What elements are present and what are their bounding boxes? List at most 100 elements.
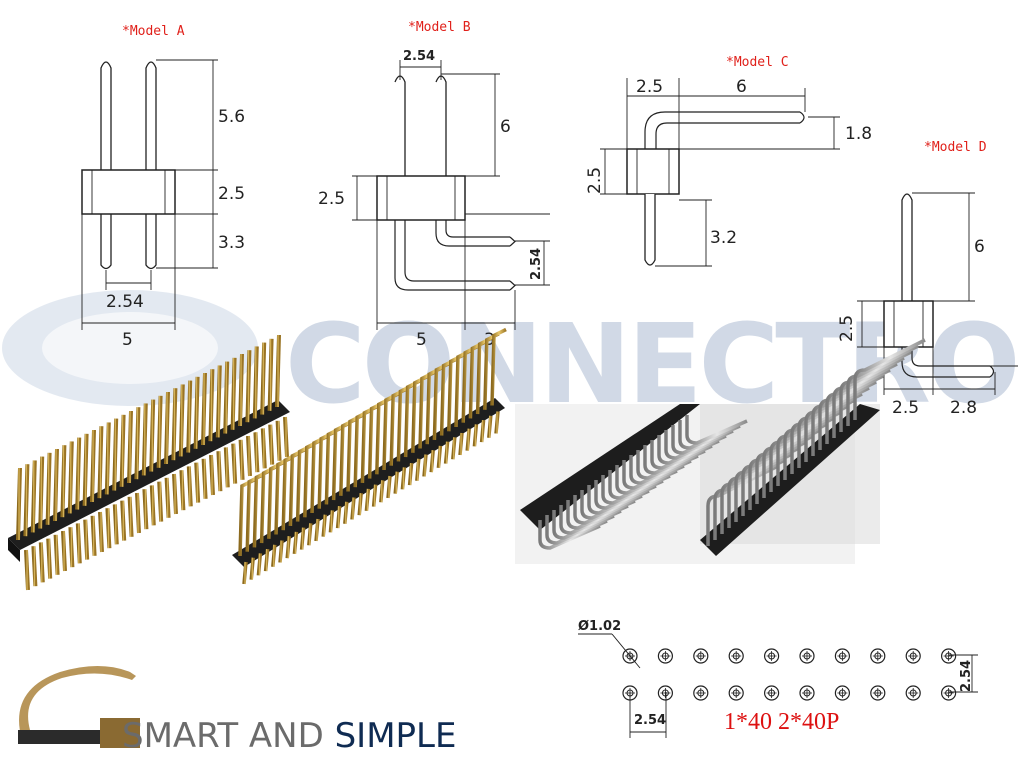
- gold-pin: [443, 441, 450, 464]
- gold-pin: [260, 342, 267, 415]
- gold-pin: [193, 376, 200, 449]
- silver-pin: [734, 440, 807, 522]
- silver-pin: [797, 386, 870, 468]
- footprint-pitch-y: 2.54: [959, 660, 974, 692]
- model-d-dim-tail: 2.8: [950, 398, 977, 418]
- gold-pin: [172, 473, 178, 515]
- gold-pin: [245, 350, 252, 423]
- silver-pin: [720, 452, 793, 534]
- silver-pin: [762, 416, 835, 498]
- gold-pin: [16, 467, 22, 541]
- gold-pin: [164, 391, 170, 465]
- gold-pin: [141, 403, 148, 476]
- silver-pin: [636, 450, 699, 480]
- footprint-hole: [799, 648, 815, 664]
- gold-pin: [223, 447, 230, 488]
- model-a-title: *Model A: [122, 24, 185, 39]
- gold-pin: [268, 424, 275, 465]
- model-c-dim-length: 6: [736, 77, 747, 97]
- silver-pin: [545, 515, 608, 545]
- gold-pin: [215, 365, 222, 438]
- model-a-drawing: *Model A 5.6 2.5 3.3 2.54 5: [81, 24, 245, 350]
- gold-pin: [68, 527, 75, 568]
- footprint-hole: [657, 685, 674, 701]
- silver-pin: [790, 392, 863, 474]
- model-a-dim-top: 5.6: [218, 107, 245, 127]
- silver-pin: [594, 480, 657, 510]
- model-d-dim-body: 2.5: [837, 315, 857, 342]
- gold-pin: [223, 361, 230, 434]
- cable-swoosh-icon: [19, 666, 136, 740]
- gold-pin: [67, 441, 74, 514]
- gold-pin: [178, 384, 185, 457]
- silver-pin: [559, 505, 622, 535]
- gold-pin: [314, 518, 320, 542]
- model-c-title: *Model C: [726, 55, 789, 70]
- gold-pin: [45, 452, 52, 525]
- model-c-drawing: *Model C 2.5 6 1.8 2.5 3.2: [585, 55, 872, 267]
- silver-pin: [769, 410, 842, 492]
- gold-pin: [371, 484, 378, 507]
- gold-pin: [201, 458, 208, 499]
- model-b-title: *Model B: [408, 20, 471, 35]
- gold-pin: [38, 542, 45, 583]
- silver-pin: [804, 380, 877, 462]
- gold-pin: [186, 466, 193, 507]
- gold-pin: [422, 454, 428, 477]
- footprint-hole: [763, 685, 780, 701]
- pcb-footprint: Ø1.02 2.54 2.54 1*40 2*40P: [578, 619, 978, 738]
- footprint-hole: [622, 648, 638, 664]
- gold-pin: [46, 538, 53, 579]
- model-c-dim-height: 1.8: [845, 124, 872, 144]
- gold-pin: [283, 416, 289, 458]
- gold-pin: [38, 456, 45, 529]
- gold-pin: [451, 437, 457, 460]
- gold-pin: [335, 505, 342, 529]
- silver-pin: [811, 374, 884, 456]
- model-d-title: *Model D: [924, 140, 987, 155]
- footprint-hole: [693, 685, 709, 701]
- silver-pin: [643, 445, 706, 475]
- gold-pin: [105, 508, 112, 549]
- gold-pin: [31, 546, 38, 587]
- gold-pin: [487, 415, 493, 438]
- photo-right-angle-header-silver: [515, 338, 926, 564]
- gold-pin: [230, 357, 237, 430]
- gold-pin: [186, 380, 193, 453]
- silver-pin: [587, 485, 650, 515]
- gold-pin: [285, 536, 291, 559]
- gold-pin: [156, 395, 163, 468]
- gold-pin: [393, 471, 399, 494]
- silver-pin: [853, 338, 926, 420]
- gold-pin: [149, 485, 156, 526]
- gold-pin: [171, 388, 178, 461]
- gold-pin: [120, 500, 127, 541]
- silver-pin: [825, 362, 898, 444]
- silver-pin: [552, 510, 615, 540]
- gold-pin: [465, 428, 471, 451]
- silver-pin: [748, 428, 821, 510]
- gold-pin: [90, 429, 96, 503]
- gold-pin: [253, 432, 260, 473]
- gold-pin: [249, 557, 255, 580]
- footprint-hole: [834, 685, 851, 701]
- gold-pin: [24, 549, 30, 591]
- silver-pin: [566, 500, 629, 530]
- gold-pin: [83, 519, 90, 560]
- gold-pin: [275, 420, 282, 461]
- gold-pin: [127, 496, 134, 537]
- gold-pin: [164, 477, 171, 518]
- model-b-dim-mid: 2.5: [318, 189, 345, 209]
- gold-pin: [216, 451, 223, 492]
- silver-pin: [580, 490, 643, 520]
- model-b-dim-side-pitch: 2.54: [529, 248, 544, 280]
- logo-text-smart-and: SMART AND: [122, 716, 335, 756]
- gold-pin: [231, 443, 238, 484]
- footprint-hole: [799, 685, 815, 701]
- silver-pin: [839, 350, 912, 432]
- footprint-pitch-x: 2.54: [634, 713, 666, 728]
- gold-pin: [364, 488, 371, 512]
- gold-pin: [112, 418, 119, 491]
- gold-pin: [209, 454, 215, 496]
- gold-pin: [149, 399, 156, 472]
